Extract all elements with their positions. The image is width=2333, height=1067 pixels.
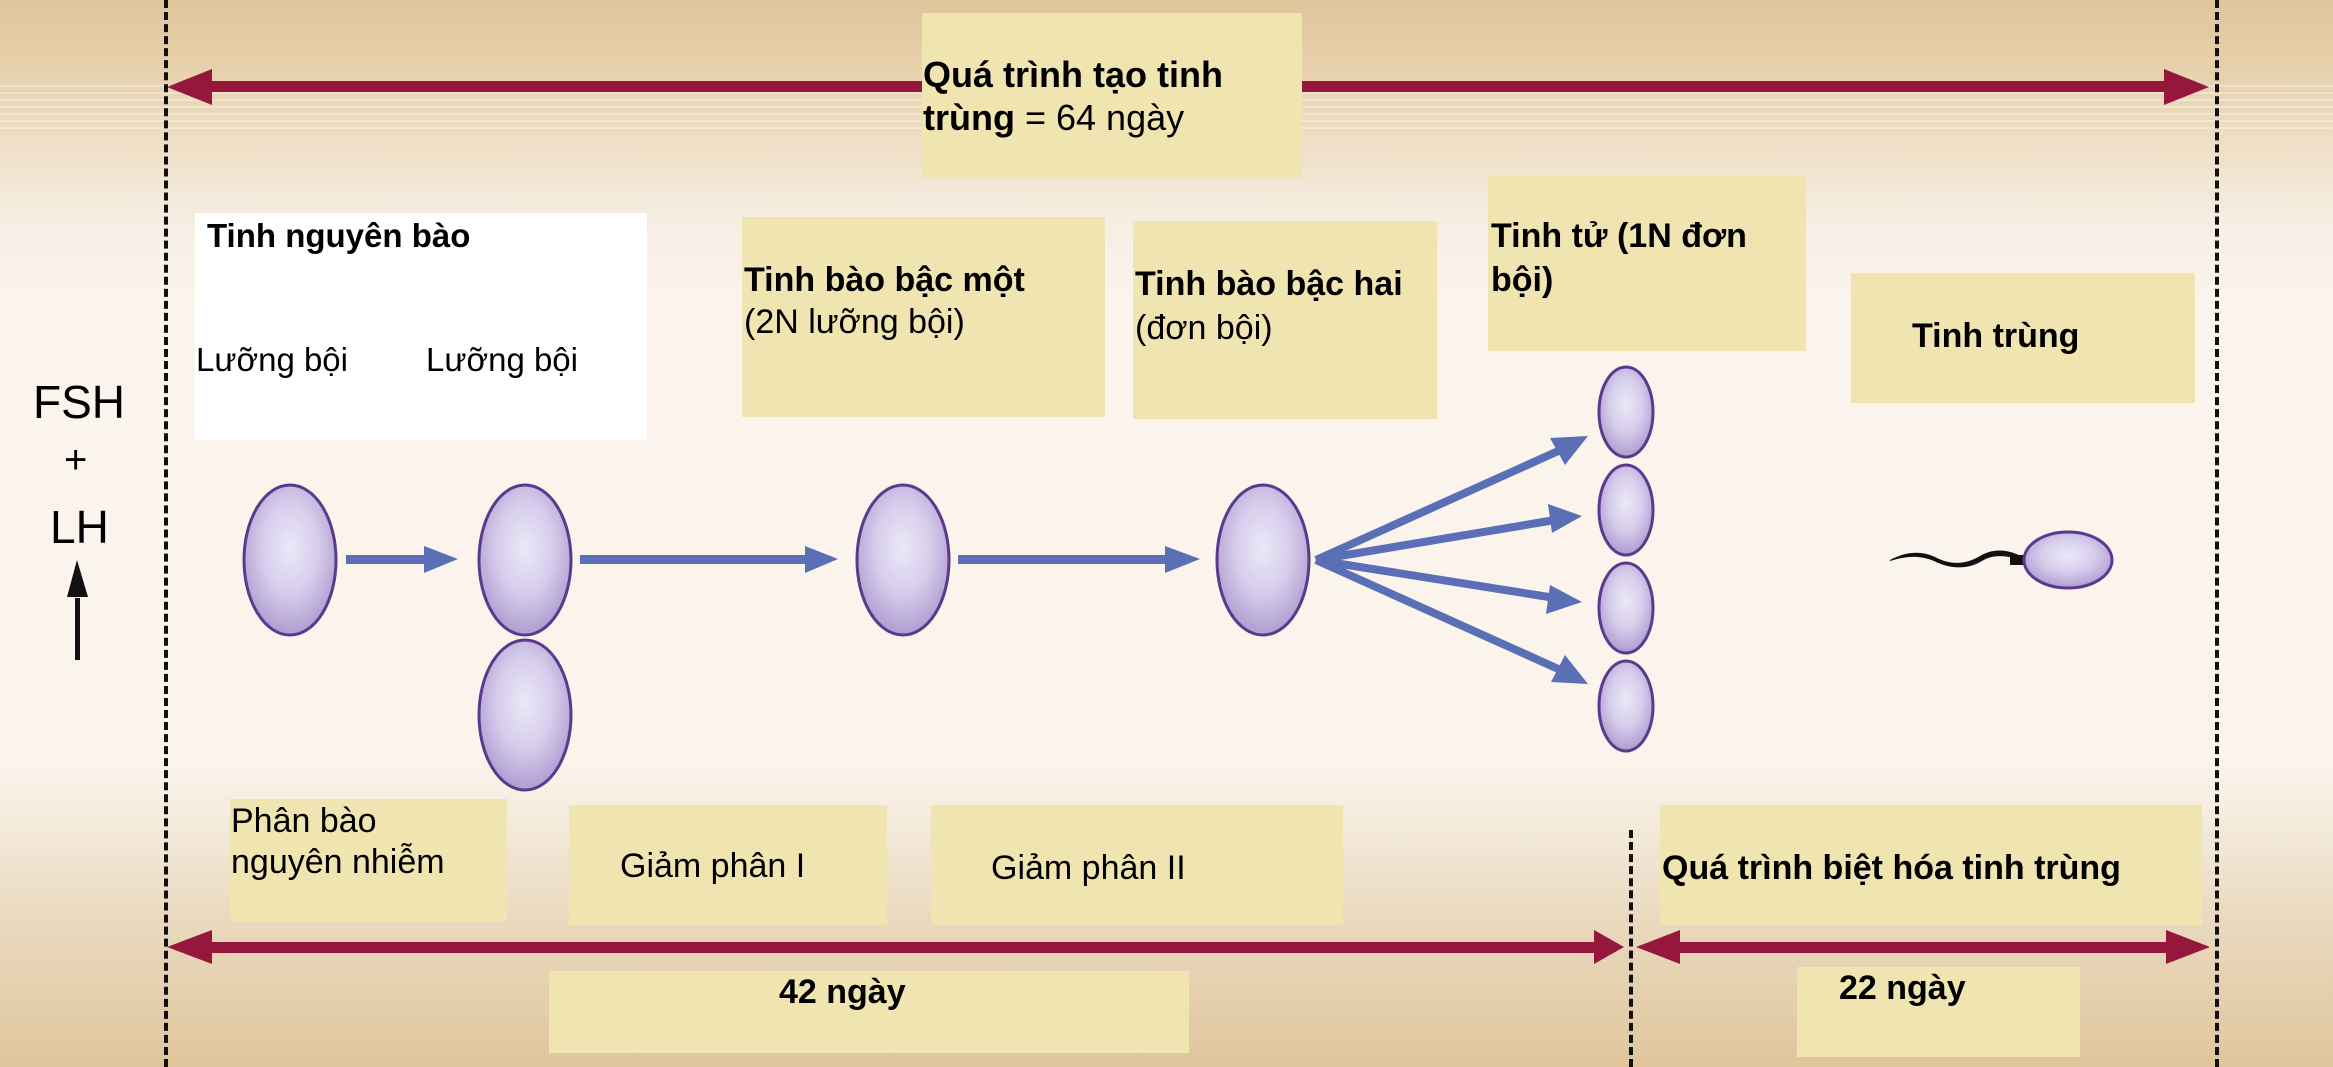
- secondary-spermatocyte-label-box: Tinh bào bậc hai (đơn bội): [1133, 221, 1437, 419]
- sperm-title: Tinh trùng: [1912, 317, 2080, 355]
- duration-left-box: 42 ngày: [549, 971, 1189, 1053]
- spermatogenesis-title-box: Quá trình tạo tinh trùng = 64 ngày: [922, 13, 1302, 177]
- cell-spermatid: [1597, 463, 1655, 557]
- spermatogonia-title: Tinh nguyên bào: [207, 217, 471, 254]
- spermiogenesis-label: Quá trình biệt hóa tinh trùng: [1662, 849, 2121, 887]
- cell-spermatogonium: [242, 483, 338, 637]
- title-duration: = 64 ngày: [1014, 97, 1185, 138]
- fan-arrows: [1314, 436, 1588, 684]
- ploidy-label-left: Lưỡng bội: [196, 341, 348, 378]
- left-boundary-dashed-line: [164, 0, 168, 1067]
- bottom-right-timeline-arrow: [1636, 930, 2210, 964]
- meiosis-2-phase-box: Giảm phân II: [931, 805, 1343, 925]
- duration-right-box: 22 ngày: [1797, 967, 2080, 1057]
- cell-spermatid: [1597, 561, 1655, 655]
- spermatid-label-box: Tinh tử (1N đơn bội): [1488, 175, 1806, 351]
- bottom-left-timeline-arrow: [167, 930, 1624, 964]
- flow-arrow: [580, 546, 838, 573]
- mitosis-label-line2: nguyên nhiễm: [231, 843, 445, 881]
- hormone-lh-label: LH: [50, 501, 109, 553]
- right-boundary-dashed-line: [2215, 0, 2219, 1067]
- sperm-icon: [1890, 530, 2114, 590]
- meiosis-1-phase-box: Giảm phân I: [569, 805, 887, 925]
- secondary-spermatocyte-subtitle: (đơn bội): [1135, 309, 1273, 347]
- meiosis-1-label: Giảm phân I: [620, 847, 806, 885]
- hormone-plus-label: +: [64, 438, 88, 482]
- mitosis-phase-box: Phân bào nguyên nhiễm: [230, 799, 507, 921]
- primary-spermatocyte-subtitle: (2N lưỡng bội): [744, 303, 965, 341]
- duration-right-label: 22 ngày: [1839, 969, 1966, 1007]
- flow-arrow: [346, 546, 458, 573]
- cell-spermatid: [1597, 659, 1655, 753]
- cell-spermatogonium-daughter-top: [477, 483, 573, 637]
- spermatid-title-line2: bội): [1491, 261, 1554, 299]
- meiosis-2-label: Giảm phân II: [991, 849, 1186, 887]
- ploidy-label-right: Lưỡng bội: [426, 341, 578, 378]
- cell-primary-spermatocyte: [855, 483, 951, 637]
- primary-spermatocyte-label-box: Tinh bào bậc một (2N lưỡng bội): [742, 217, 1105, 417]
- cell-spermatogonium-daughter-bottom: [477, 638, 573, 792]
- flow-arrow: [958, 546, 1200, 573]
- mitosis-label-line1: Phân bào: [231, 802, 377, 840]
- title-bold-text-2: trùng: [923, 97, 1015, 138]
- cell-spermatid: [1597, 365, 1655, 459]
- spermatid-title-line1: Tinh tử (1N đơn: [1491, 217, 1747, 255]
- title-bold-text: Quá trình tạo tinh: [923, 54, 1223, 95]
- mid-boundary-dashed-line: [1629, 830, 1633, 1067]
- secondary-spermatocyte-title: Tinh bào bậc hai: [1135, 265, 1403, 303]
- hormone-fsh-label: FSH: [33, 376, 125, 428]
- duration-left-label: 42 ngày: [779, 973, 906, 1011]
- spermatogonia-label-box: Tinh nguyên bào Lưỡng bội Lưỡng bội: [195, 213, 647, 440]
- spermiogenesis-phase-box: Quá trình biệt hóa tinh trùng: [1660, 805, 2202, 925]
- sperm-label-box: Tinh trùng: [1851, 273, 2195, 403]
- cell-secondary-spermatocyte: [1215, 483, 1311, 637]
- arrow-up-icon: [67, 560, 88, 660]
- primary-spermatocyte-title: Tinh bào bậc một: [744, 261, 1025, 299]
